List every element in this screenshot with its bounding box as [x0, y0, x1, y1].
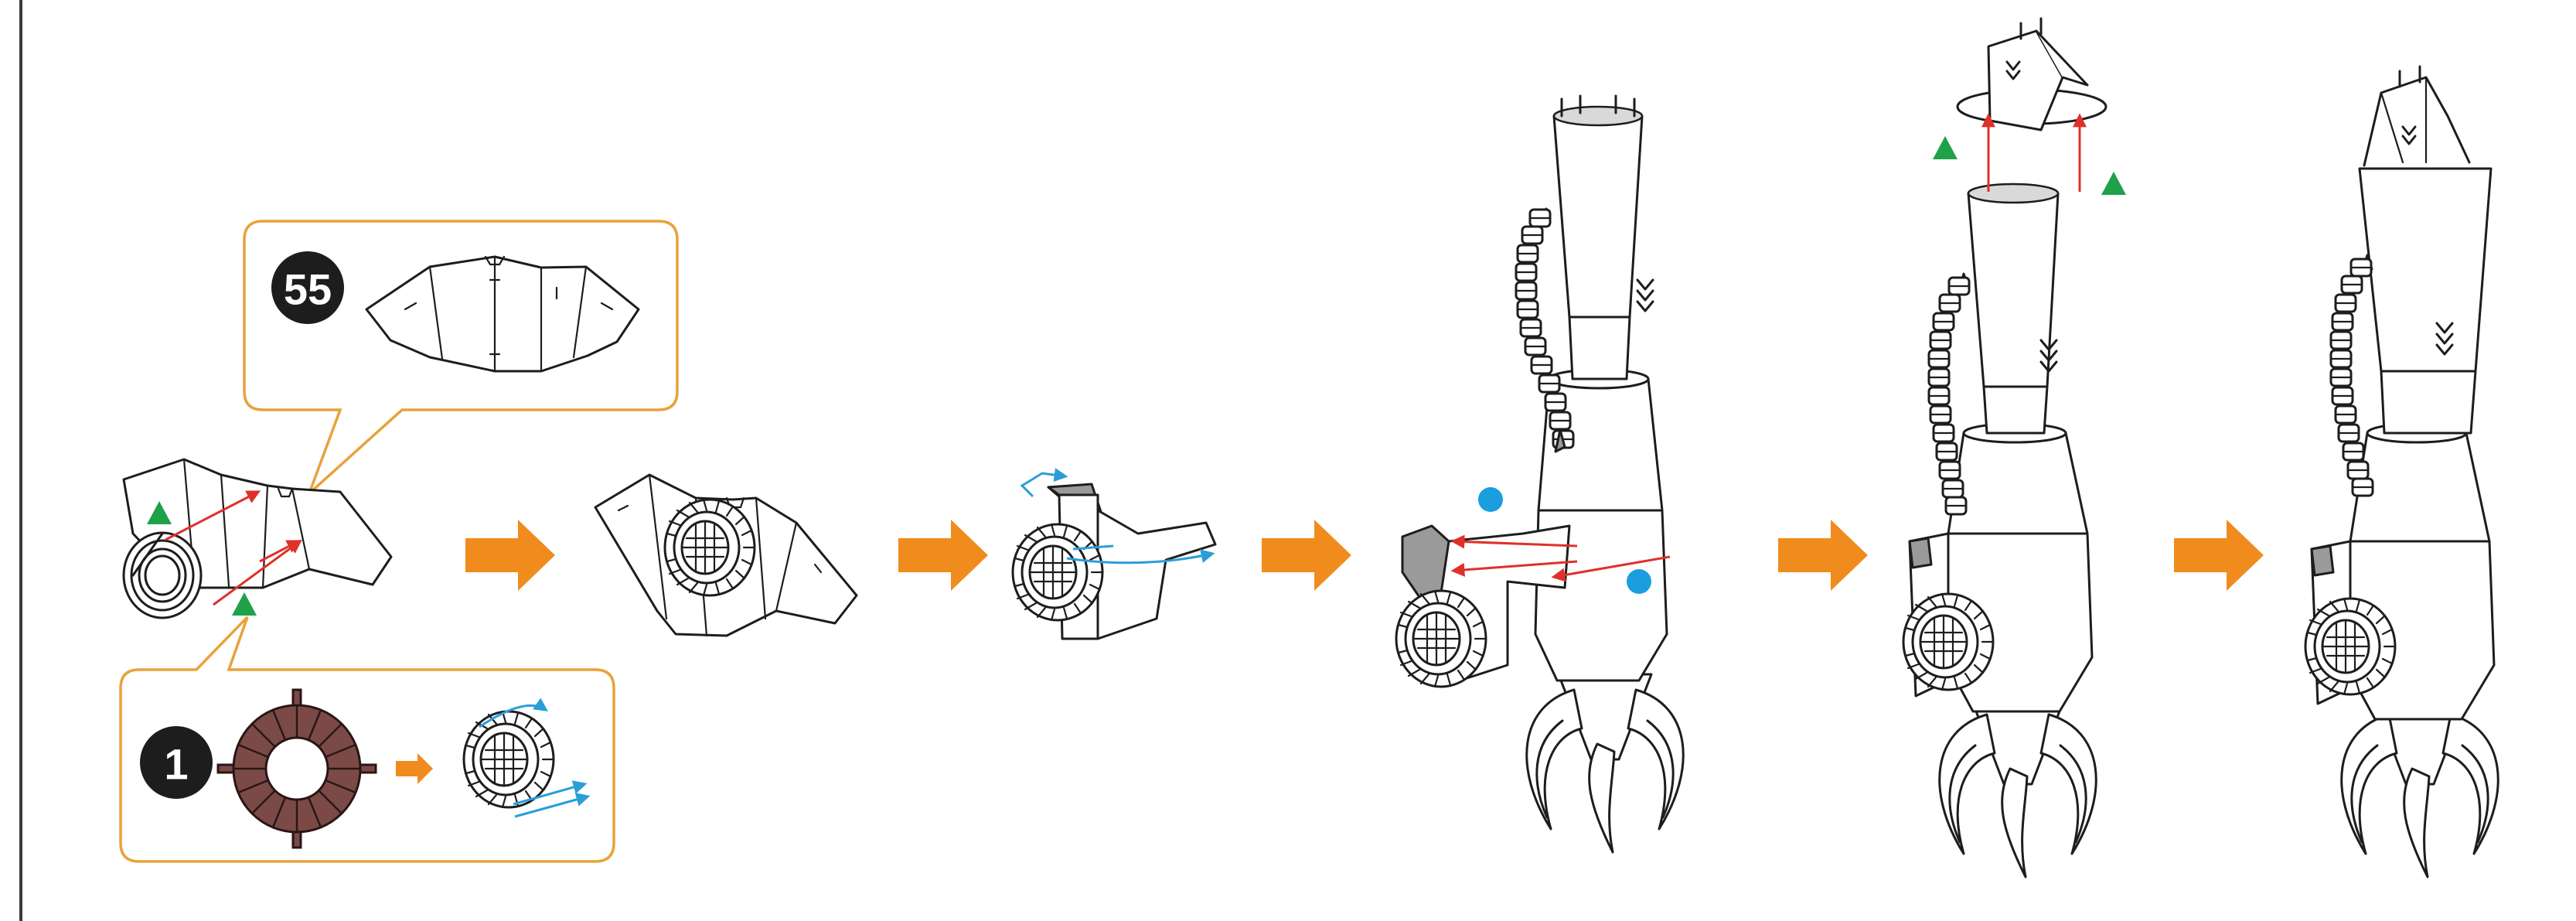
step-1-assembly — [124, 459, 391, 618]
dot-marker-icon — [1478, 487, 1503, 512]
dot-marker-icon — [1627, 569, 1651, 594]
right-arrow-icon — [1262, 520, 1351, 591]
step-6-final — [2305, 67, 2498, 877]
step-2-assembly — [595, 475, 857, 636]
callout-substep-1: 1 — [121, 617, 614, 861]
right-arrow-icon — [465, 520, 555, 591]
part-number-label: 55 — [284, 265, 332, 314]
right-arrow-icon — [2174, 520, 2264, 591]
triangle-marker-icon — [232, 592, 257, 616]
right-arrow-icon — [1778, 520, 1868, 591]
step-3-assembly — [1013, 473, 1215, 639]
step-4-assembly — [1396, 96, 1683, 852]
chevron-down-icon — [1637, 280, 1653, 311]
step-5-assembly — [1903, 19, 2126, 877]
triangle-marker-icon — [1933, 136, 1958, 159]
callout-part-55: 55 — [240, 203, 677, 493]
triangle-marker-icon — [2101, 172, 2126, 195]
top-cap-part — [1958, 19, 2106, 130]
right-arrow-icon — [898, 520, 988, 591]
substep-number-label: 1 — [164, 740, 188, 789]
